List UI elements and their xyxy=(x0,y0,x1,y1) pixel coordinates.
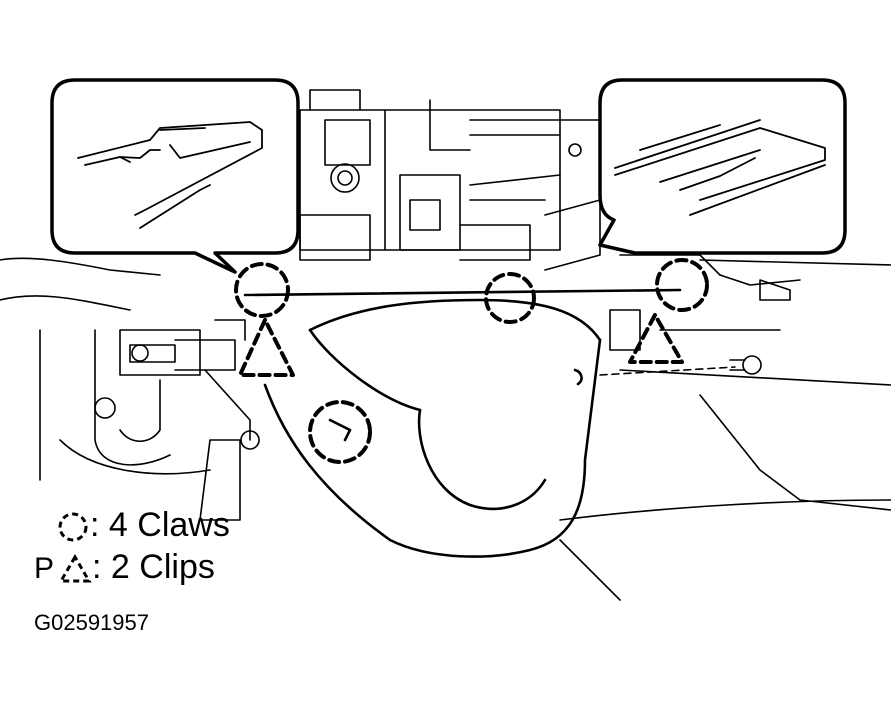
claw-symbol-separator: : xyxy=(90,506,100,544)
dashboard-structure xyxy=(0,89,891,601)
legend-claws: : 4 Claws xyxy=(56,506,230,544)
lower-cover-panel xyxy=(243,288,682,558)
clips-label: 2 Clips xyxy=(110,548,215,586)
claw-marker xyxy=(234,262,290,318)
claw-marker xyxy=(655,258,709,312)
claw-markers xyxy=(234,258,709,464)
screw-leader-line xyxy=(599,366,736,376)
claw-marker xyxy=(484,272,536,324)
claw-symbol-icon xyxy=(58,512,88,542)
callout-right xyxy=(598,78,847,255)
figure-id: G02591957 xyxy=(34,610,149,635)
clip-markers xyxy=(238,313,684,377)
callout-left xyxy=(50,78,300,274)
clips-prefix: P xyxy=(34,552,55,585)
clip-symbol-icon xyxy=(58,554,92,583)
claw-marker xyxy=(308,400,372,464)
legend-clips: P : 2 Clips xyxy=(34,548,215,588)
clip-symbol-separator: : xyxy=(92,548,102,586)
clip-marker xyxy=(238,318,295,377)
clip-marker xyxy=(628,313,684,364)
claws-label: 4 Claws xyxy=(108,506,230,544)
